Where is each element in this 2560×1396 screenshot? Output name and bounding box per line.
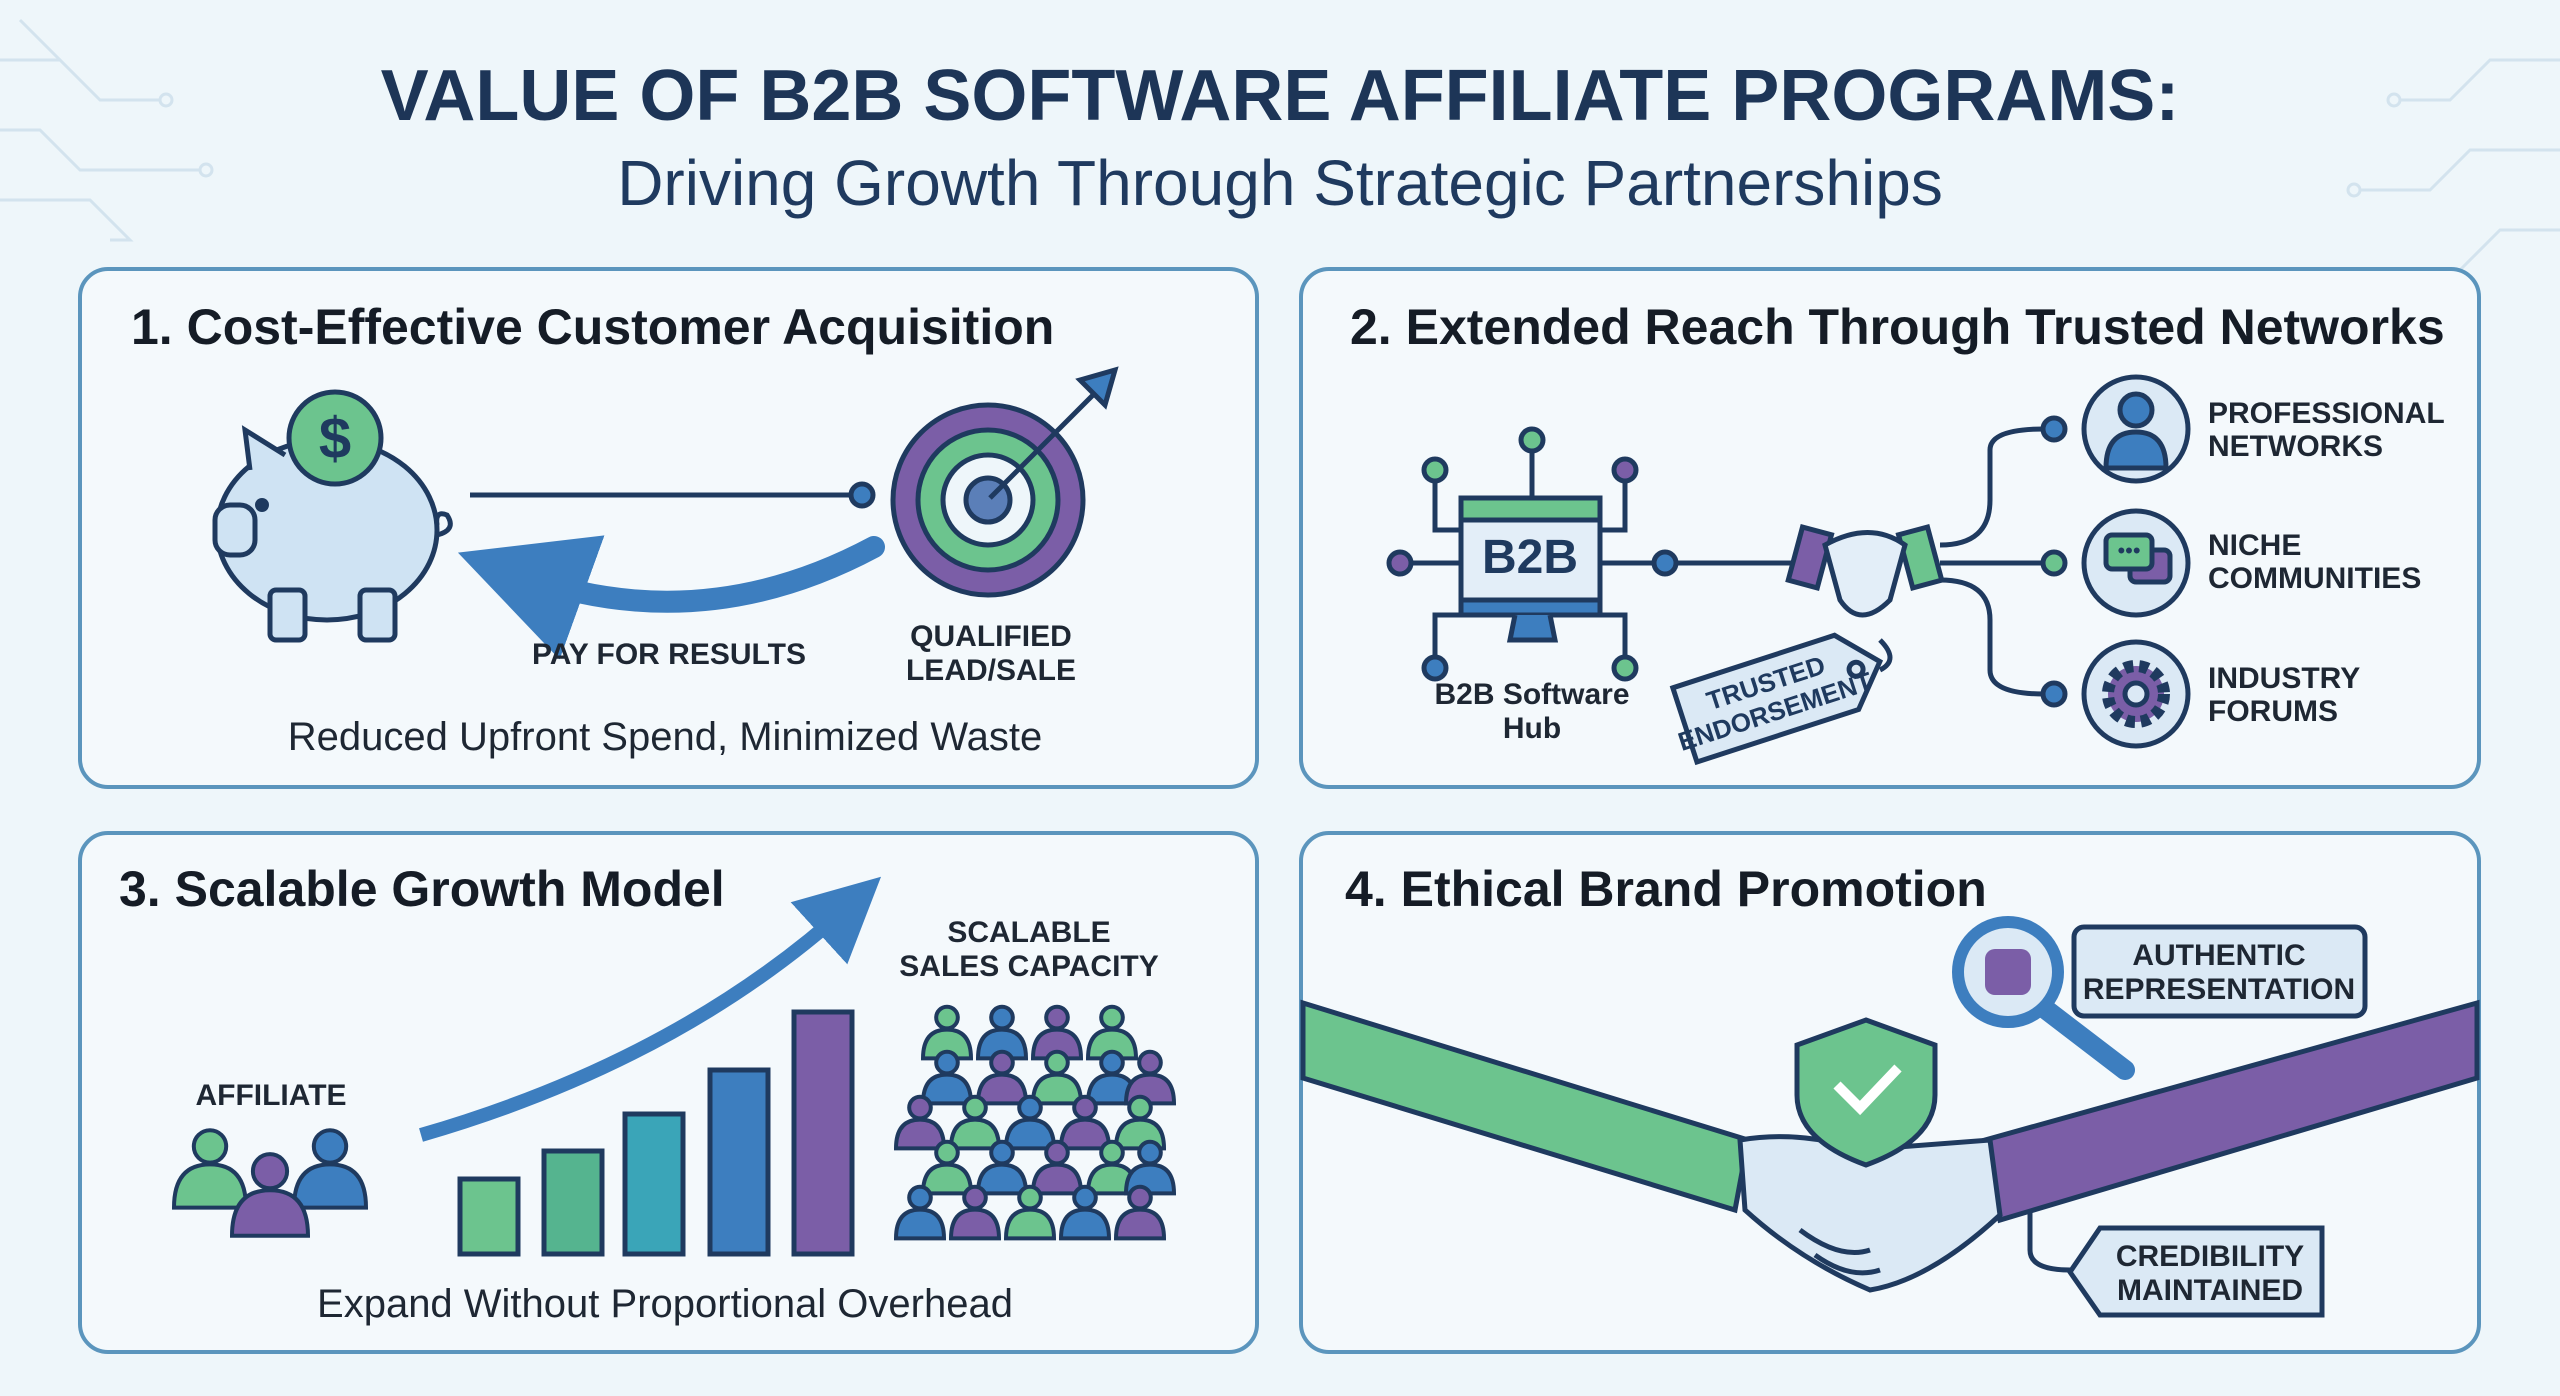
bar (622, 1111, 686, 1257)
person-icon (1003, 1094, 1057, 1151)
dollar-coin-icon: $ (286, 389, 384, 487)
person-icon (920, 1139, 974, 1196)
hub-network-lines (1400, 426, 2045, 697)
person-icon (975, 1004, 1029, 1061)
capacity-label-line1: SCALABLE (947, 916, 1110, 949)
person-icon (1003, 1184, 1057, 1241)
purple-sleeve (1982, 999, 2480, 1224)
bar (541, 1148, 605, 1257)
person-icon (1085, 1049, 1139, 1106)
green-sleeve (1300, 999, 1751, 1214)
panel-3-title: 3. Scalable Growth Model (119, 861, 725, 917)
svg-text:INDUSTRY: INDUSTRY (2208, 662, 2360, 695)
return-arrow-icon (457, 535, 885, 660)
panel-extended-reach (1299, 267, 2481, 789)
gear-icon (2102, 660, 2170, 728)
person-icon (2103, 391, 2169, 471)
growth-bars (457, 1009, 855, 1257)
person-icon (1058, 1094, 1112, 1151)
lead-sale-label: LEAD/SALE (906, 654, 1076, 687)
shield-check-icon (1794, 1017, 1938, 1168)
svg-text:CREDIBILITY: CREDIBILITY (2116, 1240, 2304, 1273)
panel-3-caption: Expand Without Proportional Overhead (317, 1282, 1013, 1326)
tag-string (2027, 1210, 2071, 1273)
affiliate-label: AFFILIATE (195, 1079, 346, 1112)
person-icon (1058, 1184, 1112, 1241)
connector-dot (848, 481, 876, 509)
person-icon (1085, 1004, 1139, 1061)
person-icon (1030, 1139, 1084, 1196)
hub-label-line2: Hub (1503, 712, 1561, 745)
person-icon (948, 1094, 1002, 1151)
person-icon (229, 1152, 311, 1238)
person-icon (920, 1049, 974, 1106)
person-icon (893, 1184, 947, 1241)
channel-professional-networks: PROFESSIONAL NETWORKS (2040, 374, 2445, 484)
page-title: VALUE OF B2B SOFTWARE AFFILIATE PROGRAMS… (381, 56, 2180, 136)
panel-1-caption: Reduced Upfront Spend, Minimized Waste (288, 715, 1042, 759)
person-icon (975, 1139, 1029, 1196)
growth-arrow-icon (419, 876, 882, 1142)
channel-industry-forums: INDUSTRY FORUMS (2040, 639, 2360, 749)
person-icon (975, 1049, 1029, 1106)
svg-text:MAINTAINED: MAINTAINED (2117, 1274, 2303, 1307)
channel-niche-communities: ••• NICHE COMMUNITIES (2040, 508, 2421, 618)
svg-text:$: $ (319, 406, 351, 471)
qualified-label: QUALIFIED (910, 620, 1072, 653)
credibility-maintained-tag: CREDIBILITY MAINTAINED (2066, 1225, 2325, 1318)
hub-nodes (1386, 426, 1679, 682)
svg-text:COMMUNITIES: COMMUNITIES (2208, 562, 2421, 595)
target-icon (890, 366, 1119, 598)
person-icon (1113, 1184, 1167, 1241)
panel-1-title: 1. Cost-Effective Customer Acquisition (131, 299, 1054, 355)
panel-cost-effective (78, 267, 1259, 789)
person-icon (1030, 1004, 1084, 1061)
capacity-label-line2: SALES CAPACITY (899, 950, 1158, 983)
svg-text:NICHE: NICHE (2208, 529, 2301, 562)
svg-text:NETWORKS: NETWORKS (2208, 430, 2383, 463)
page-subtitle: Driving Growth Through Strategic Partner… (617, 147, 1943, 219)
bar (457, 1176, 521, 1257)
authentic-representation-badge: AUTHENTIC REPRESENTATION (2071, 924, 2368, 1019)
panel-4-title: 4. Ethical Brand Promotion (1345, 861, 1987, 917)
monitor-icon: B2B (1458, 495, 1603, 643)
affiliate-people-icon (171, 1128, 369, 1238)
svg-text:•••: ••• (2117, 538, 2140, 563)
panel-2-title: 2. Extended Reach Through Trusted Networ… (1350, 299, 2445, 355)
hub-label-line1: B2B Software (1434, 678, 1629, 711)
svg-text:PROFESSIONAL: PROFESSIONAL (2208, 397, 2445, 430)
pay-for-results-label: PAY FOR RESULTS (532, 638, 806, 671)
person-icon (893, 1094, 947, 1151)
person-icon (920, 1004, 974, 1061)
svg-text:FORUMS: FORUMS (2208, 695, 2338, 728)
svg-text:REPRESENTATION: REPRESENTATION (2083, 973, 2355, 1006)
svg-text:AUTHENTIC: AUTHENTIC (2132, 939, 2305, 972)
handshake-icon (1737, 1134, 2003, 1293)
person-icon (291, 1128, 369, 1210)
person-icon (1030, 1049, 1084, 1106)
hub-screen-text: B2B (1482, 531, 1578, 584)
person-icon (1085, 1139, 1139, 1196)
bar (791, 1009, 855, 1257)
bar (707, 1067, 771, 1257)
magnifier-icon (1952, 916, 2135, 1080)
person-icon (171, 1128, 249, 1210)
sales-crowd-icon (893, 1004, 1177, 1241)
circuit-decoration (0, 18, 2560, 272)
handshake-icon (1785, 523, 1945, 618)
person-icon (948, 1184, 1002, 1241)
chat-icon: ••• (2103, 532, 2173, 585)
piggy-bank-icon (212, 425, 453, 643)
